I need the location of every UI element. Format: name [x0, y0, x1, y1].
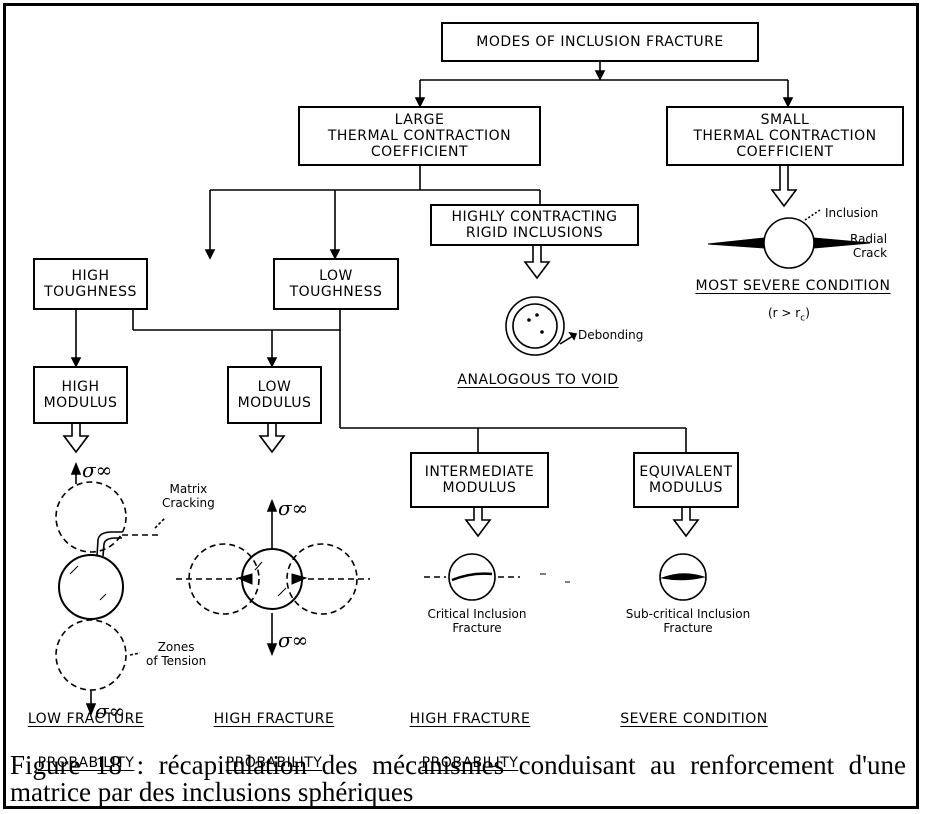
critical-fracture-label: Critical Inclusion Fracture [427, 607, 527, 635]
outcome-line1: SEVERE CONDITION [620, 711, 768, 727]
radial-crack-sketch [707, 209, 871, 269]
high-modulus-node: HIGH MODULUS [33, 366, 128, 424]
large-contraction-node: LARGE THERMAL CONTRACTION COEFFICIENT [298, 106, 541, 166]
outcome-line2: PROBABILITY [421, 755, 519, 771]
outcome-line1: HIGH FRACTURE [213, 711, 335, 727]
small-contraction-node: SMALL THERMAL CONTRACTION COEFFICIENT [666, 106, 904, 166]
equivalent-modulus-node: EQUIVALENT MODULUS [633, 452, 739, 508]
intermediate-modulus-node: INTERMEDIATE MODULUS [410, 452, 549, 508]
debonding-label: Debonding [578, 328, 644, 342]
radius-criterion-text: (r > r [768, 306, 801, 320]
figure-frame [3, 3, 919, 809]
most-severe-condition: MOST SEVERE CONDITION [695, 278, 891, 294]
analogous-to-void: ANALOGOUS TO VOID [457, 372, 619, 388]
low-toughness-node: LOW TOUGHNESS [273, 258, 399, 310]
matrix-cracking-sketch [55, 461, 166, 717]
low-modulus-sketch [176, 498, 370, 657]
critical-fracture-sketch [424, 553, 570, 601]
outcome-intermediate-modulus: HIGH FRACTURE PROBABILITY [392, 695, 548, 787]
debonded-void-sketch [505, 296, 578, 356]
matrix-cracking-label: Matrix Cracking [162, 482, 215, 510]
outcome-line1: HIGH FRACTURE [409, 711, 531, 727]
stress-bottom-label: σ∞ [95, 699, 126, 723]
sub-critical-fracture-label: Sub-critical Inclusion Fracture [625, 607, 751, 635]
rigid-inclusions-node: HIGHLY CONTRACTING RIGID INCLUSIONS [430, 204, 639, 246]
zones-of-tension-label: Zones of Tension [146, 640, 207, 668]
outcome-equivalent-modulus: SEVERE CONDITION [604, 695, 784, 759]
outcome-line2: PROBABILITY [37, 755, 135, 771]
figure-caption: Figure 18 : récapitulation des mécanisme… [10, 750, 906, 807]
radial-crack-label: Radial Crack [850, 232, 888, 260]
stress-up-label: σ∞ [278, 496, 309, 520]
outcome-high-modulus: LOW FRACTURE PROBABILITY [8, 695, 164, 787]
outcome-line2: PROBABILITY [225, 755, 323, 771]
stress-down-label: σ∞ [278, 628, 309, 652]
outcome-low-modulus: HIGH FRACTURE PROBABILITY [196, 695, 352, 787]
outcome-line1: LOW FRACTURE [27, 711, 145, 727]
inclusion-label: Inclusion [825, 206, 879, 220]
radius-criterion: (r > rc) [768, 306, 810, 324]
low-modulus-node: LOW MODULUS [227, 366, 322, 424]
high-toughness-node: HIGH TOUGHNESS [33, 258, 148, 310]
sub-critical-fracture-sketch [659, 553, 707, 601]
stress-top-label: σ∞ [82, 458, 113, 482]
root-node: MODES OF INCLUSION FRACTURE [441, 22, 759, 62]
